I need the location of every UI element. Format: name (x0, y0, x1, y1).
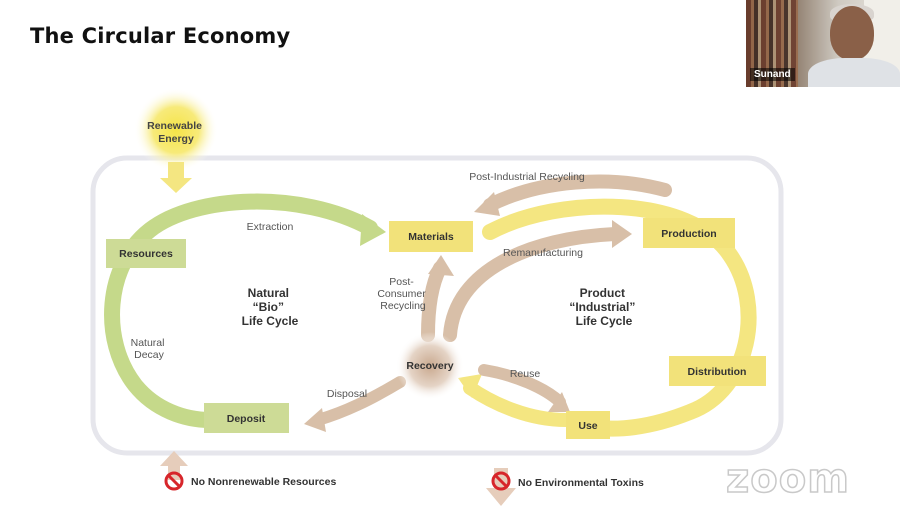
industrial-loop-arc (482, 198, 757, 437)
toxins-output-arrow (486, 468, 516, 506)
reuse-return-arrowhead (458, 374, 482, 398)
post-industrial-arrow (483, 174, 672, 212)
recovery-glow (396, 332, 464, 400)
bio-loop-arc (104, 193, 378, 428)
deposit-box (204, 403, 289, 433)
remanufacturing-arrowhead (612, 220, 632, 248)
remanufacturing-arrow (443, 227, 622, 342)
post-industrial-arrowhead (474, 192, 500, 216)
natural-decay-line-2: Decay (134, 349, 165, 361)
participant-avatar (830, 6, 874, 60)
reuse-arrow (478, 364, 566, 408)
post-industrial-label: Post-Industrial Recycling (469, 171, 585, 183)
industrial-cycle-line-2: “Industrial” (569, 300, 635, 314)
nonrenewable-input-arrow (160, 451, 188, 480)
renewable-energy-line-2: Energy (158, 133, 194, 145)
remanufacturing-label: Remanufacturing (503, 247, 583, 259)
natural-cycle-line-3: Life Cycle (242, 314, 299, 328)
participant-video-tile[interactable]: Sunand (746, 0, 900, 87)
energy-input-arrowhead (160, 178, 192, 193)
no-sign-icon (491, 471, 511, 491)
post-consumer-line-2: Consumer (377, 288, 426, 300)
use-box (566, 411, 610, 439)
participant-shirt (808, 58, 900, 87)
natural-cycle-line-2: “Bio” (253, 300, 284, 314)
reuse-return-arc (463, 381, 573, 427)
post-consumer-line-1: Post- (389, 276, 414, 288)
extraction-arrowhead (360, 214, 386, 246)
participant-name-label: Sunand (750, 68, 795, 81)
distribution-box (669, 356, 766, 386)
natural-cycle-label: Natural “Bio” Life Cycle (242, 286, 299, 328)
resources-box (106, 239, 186, 268)
natural-cycle-line-1: Natural (248, 286, 289, 300)
recovery-label: Recovery (406, 360, 453, 372)
slide-title: The Circular Economy (30, 24, 291, 48)
production-label: Production (661, 228, 716, 240)
post-consumer-arrow (421, 261, 447, 342)
resources-label: Resources (119, 248, 173, 260)
industrial-cycle-label: Product “Industrial” Life Cycle (569, 286, 638, 328)
post-consumer-label: Post- Consumer Recycling (377, 276, 428, 312)
deposit-label: Deposit (227, 413, 266, 425)
renewable-energy-label: Renewable Energy (147, 120, 205, 145)
renewable-energy-glow (134, 88, 218, 172)
distribution-label: Distribution (688, 366, 747, 378)
post-consumer-line-3: Recycling (380, 300, 426, 312)
materials-box (389, 221, 473, 252)
energy-input-arrow-stem (168, 162, 184, 178)
no-toxins-label: No Environmental Toxins (518, 477, 644, 489)
natural-decay-label: Natural Decay (131, 337, 168, 361)
use-label: Use (578, 420, 597, 432)
zoom-watermark: zoom (725, 455, 850, 503)
no-nonrenewable-label: No Nonrenewable Resources (191, 476, 336, 488)
post-consumer-arrowhead (428, 255, 454, 276)
disposal-arrow (312, 376, 406, 426)
extraction-label: Extraction (247, 221, 294, 233)
reuse-arrowhead (548, 392, 570, 412)
industrial-cycle-line-3: Life Cycle (576, 314, 633, 328)
materials-label: Materials (408, 231, 454, 243)
production-box (643, 218, 735, 248)
disposal-arrowhead (304, 408, 326, 432)
system-boundary-frame (90, 155, 784, 456)
industrial-cycle-line-1: Product (580, 286, 625, 300)
disposal-label: Disposal (327, 388, 367, 400)
no-sign-icon (164, 471, 184, 491)
natural-decay-line-1: Natural (131, 337, 165, 349)
renewable-energy-line-1: Renewable (147, 120, 202, 132)
reuse-label: Reuse (510, 368, 541, 380)
